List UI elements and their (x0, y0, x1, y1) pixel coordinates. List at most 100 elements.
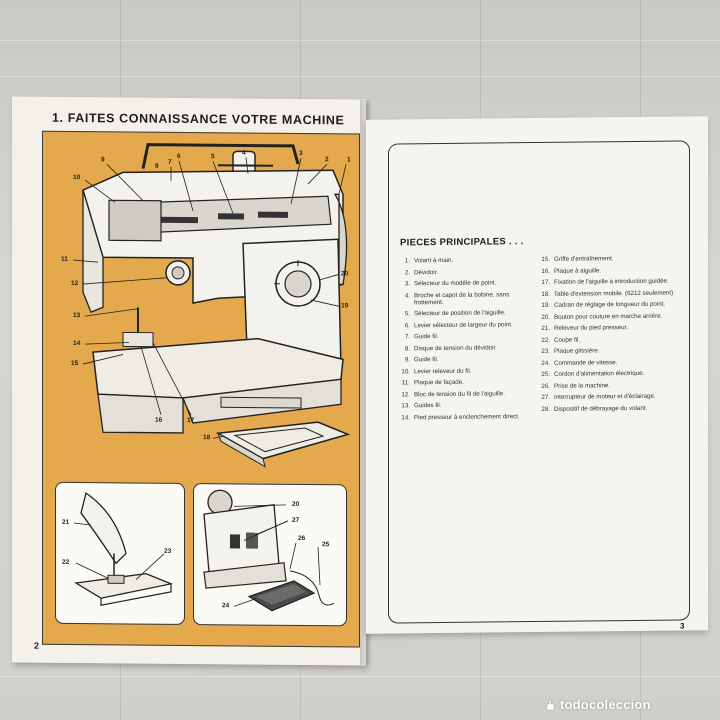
part-description: Guide fil. (414, 333, 439, 341)
part-number: 12. (401, 391, 410, 399)
part-description: Cordon d'alimentation électrique. (554, 369, 645, 378)
callout-11: 11 (61, 255, 68, 263)
parts-heading: PIECES PRINCIPALES . . . (400, 236, 524, 249)
callout-16: 16 (155, 416, 163, 424)
page-number-left: 2 (34, 640, 40, 651)
part-number: 23. (541, 347, 550, 355)
part-number: 13. (401, 402, 410, 410)
part-description: Guide fil. (414, 356, 439, 364)
part-list-item: 7. Guide fil. (396, 332, 536, 341)
part-number: 14. (401, 414, 410, 422)
part-number: 5. (404, 310, 410, 318)
part-description: Releveur du pied presseur. (554, 324, 628, 332)
part-description: Plaque de façade. (414, 378, 464, 387)
part-number: 15. (541, 255, 550, 263)
callout-6: 6 (177, 152, 181, 160)
callout-27: 27 (292, 516, 300, 524)
part-list-item: 16.Plaque à aiguille. (536, 266, 676, 275)
part-number: 4. (404, 291, 410, 299)
part-number: 2. (404, 268, 410, 276)
part-description: Levier sélecteur de largeur du point. (414, 320, 513, 329)
part-list-item: 15. Griffe d'entraînement. (536, 255, 676, 264)
callout-18: 18 (203, 434, 211, 442)
callout-21: 21 (62, 518, 70, 526)
part-list-item: 17.Fixation de l'aiguille à introduction… (536, 278, 676, 287)
presser-foot-illustration (73, 492, 174, 606)
part-number: 9. (404, 356, 410, 364)
part-list-item: 28.Dispositif de débrayage du volant. (536, 404, 676, 413)
part-number: 28. (541, 405, 550, 413)
callout-10: 10 (73, 173, 81, 182)
part-number: 3. (404, 280, 410, 288)
part-list-item: 19.Cadran de réglage de longueur du poin… (536, 301, 676, 310)
part-description: Volant à main. (414, 256, 454, 265)
part-list-item: 5. Sélecteur de position de l'aiguille. (396, 309, 536, 318)
part-list-item: 18.Table d'extension mobile. (6212 seule… (536, 289, 676, 298)
part-number: 7. (404, 333, 410, 341)
callout-3: 3 (299, 149, 303, 157)
callout-15: 15 (71, 359, 79, 368)
part-description: Commande de vitesse. (554, 358, 618, 367)
callout-1: 1 (347, 156, 351, 164)
part-description: Bloc de tension du fil de l'aiguille. (414, 390, 505, 398)
part-list-item: 25. Cordon d'alimentation électrique. (536, 370, 676, 379)
callout-5: 5 (211, 153, 215, 161)
part-number: 25. (541, 370, 550, 378)
callout-13: 13 (73, 311, 81, 320)
callout-2: 2 (325, 156, 329, 164)
part-number: 21. (541, 324, 550, 332)
part-description: Bouton pour couture en marche arrière. (554, 312, 663, 321)
part-description: Disque de tension du dévidoir. (414, 344, 497, 352)
part-number: 8. (404, 345, 410, 353)
part-list-item: 6. Levier sélecteur de largeur du point. (396, 321, 536, 330)
part-description: Levier releveur du fil. (414, 367, 472, 375)
part-description: Prise de la machine. (554, 381, 611, 390)
part-number: 6. (404, 322, 410, 330)
callout-7: 7 (168, 158, 172, 166)
part-number: 18. (541, 290, 550, 298)
part-list-item: 24. Commande de vitesse. (536, 358, 676, 367)
part-number: 1. (404, 257, 410, 265)
part-list-item: 13.Guides fil. (396, 401, 536, 410)
part-list-item: 21. Releveur du pied presseur. (536, 324, 676, 333)
right-page: PIECES PRINCIPALES . . . 1. Volant à main… (366, 116, 708, 634)
callout-25: 25 (322, 541, 330, 549)
part-number: 27. (541, 393, 550, 401)
callout-17: 17 (187, 416, 195, 425)
part-number: 16. (541, 267, 550, 275)
page-number-right: 3 (680, 621, 685, 631)
part-description: Broche et capot de la bobine, sans frott… (414, 290, 510, 306)
foot-control-illustration (203, 489, 335, 612)
part-list-item: 10. Levier releveur du fil. (396, 367, 536, 376)
callout-20: 20 (341, 270, 349, 278)
part-list-item: 27. Interrupteur de moteur et d'éclairage… (536, 393, 676, 402)
machine-illustration-panel: 1 2 3 4 5 6 7 8 9 10 11 12 13 14 15 16 1… (42, 130, 360, 648)
part-number: 24. (541, 359, 550, 367)
part-list-item: 23.Plaque glissière. (536, 347, 676, 356)
parts-list-right: 15. Griffe d'entraînement. 16.Plaque à aig… (536, 255, 676, 417)
part-description: Pied presseur à enclenchement direct. (414, 412, 520, 421)
part-number: 11. (401, 379, 410, 387)
callout-23: 23 (164, 547, 172, 555)
callout-8: 8 (155, 162, 159, 170)
hand-logo-icon (546, 699, 555, 711)
callout-24: 24 (222, 602, 230, 610)
part-list-item: 22.Coupe fil. (536, 335, 676, 344)
callout-9: 9 (101, 156, 105, 164)
part-description: Interrupteur de moteur et d'éclairage. (554, 392, 656, 401)
part-number: 10. (401, 368, 410, 376)
callout-20b: 20 (292, 500, 300, 508)
callout-4: 4 (242, 149, 246, 157)
part-number: 26. (541, 382, 550, 390)
part-list-item: 14. Pied presseur à enclenchement direct. (396, 413, 536, 422)
part-number: 22. (541, 336, 550, 344)
callout-26: 26 (298, 534, 306, 543)
part-list-item: 2.Dévidoir. (396, 268, 536, 277)
callout-14: 14 (73, 339, 81, 348)
part-list-item: 26. Prise de la machine. (536, 381, 676, 390)
part-list-item: 12. Bloc de tension du fil de l'aiguille. (396, 390, 536, 399)
part-description: Sélecteur de position de l'aiguille. (414, 309, 506, 318)
inset-presser-foot: 21 22 23 (55, 481, 185, 625)
part-list-item: 3.Sélecteur du modèle de point. (396, 279, 536, 288)
part-description: Griffe d'entraînement. (554, 255, 614, 263)
